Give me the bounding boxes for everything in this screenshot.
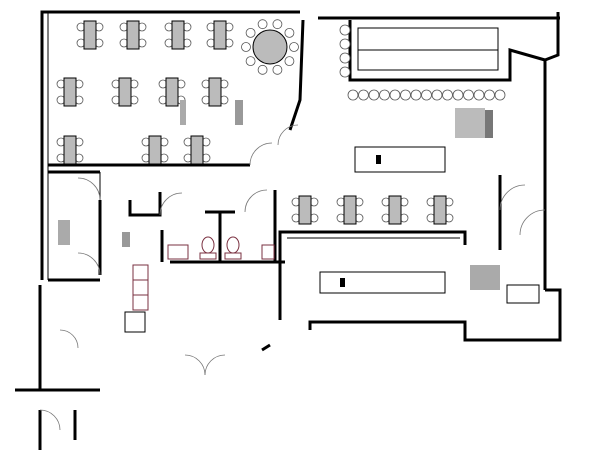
table [208, 77, 222, 107]
bar-stool [347, 89, 359, 101]
chair [257, 19, 268, 30]
service-counter [319, 271, 446, 294]
door-swing [184, 354, 206, 376]
table-with-chairs [56, 135, 84, 165]
door-swing [39, 409, 61, 431]
chair [272, 19, 283, 30]
bar-counter [348, 20, 546, 82]
bar-stool [400, 89, 411, 101]
round-table [241, 19, 299, 75]
table-with-chairs [164, 20, 192, 50]
door-swing [277, 124, 299, 146]
table-with-chairs [183, 135, 211, 165]
table [165, 77, 179, 107]
door-swing [204, 354, 226, 376]
restroom-fixtures [124, 236, 540, 333]
door-swings [39, 124, 546, 431]
table-with-chairs [76, 20, 104, 50]
plan-labels [58, 100, 500, 290]
bar-stool [379, 89, 390, 101]
door-swing [519, 209, 546, 236]
table [298, 195, 312, 225]
chair [245, 27, 256, 38]
bar-stool [358, 89, 369, 101]
door-swing [244, 189, 268, 213]
table-with-chairs [111, 77, 139, 107]
table [63, 135, 77, 165]
bar-stool [452, 89, 464, 101]
table-with-chairs [201, 77, 229, 107]
chair [284, 56, 295, 67]
chair [257, 64, 268, 75]
chair [241, 42, 251, 52]
table [63, 77, 77, 107]
bar-stool [484, 89, 495, 101]
door-swing [59, 329, 79, 349]
table [190, 135, 204, 165]
table-with-chairs [426, 195, 454, 225]
kitchen-island [354, 146, 446, 173]
bar-stool [473, 89, 485, 101]
table-with-chairs [206, 20, 234, 50]
table-with-chairs [119, 20, 147, 50]
walls [15, 10, 562, 450]
door-swing [77, 252, 101, 276]
table [83, 20, 97, 50]
chair [272, 64, 283, 75]
bar-stool [339, 38, 351, 50]
table-with-chairs [336, 195, 364, 225]
table [171, 20, 185, 50]
bar-stool [442, 89, 453, 101]
table [148, 135, 162, 165]
door-swing [499, 184, 526, 211]
bar-stool [421, 89, 432, 101]
bar-stool [431, 89, 443, 101]
bar-stool [389, 89, 401, 101]
table [213, 20, 227, 50]
door-swing [77, 177, 101, 201]
table [343, 195, 357, 225]
door-swing [249, 142, 273, 166]
bar-stool [410, 89, 422, 101]
table [433, 195, 447, 225]
bar-stools [339, 24, 506, 101]
bar-stool [463, 89, 474, 101]
door-swing [159, 192, 183, 216]
table-with-chairs [141, 135, 169, 165]
table [118, 77, 132, 107]
bar-stool [339, 52, 351, 64]
table-with-chairs [381, 195, 409, 225]
chair [245, 56, 256, 67]
chair [289, 42, 299, 52]
table-with-chairs [291, 195, 319, 225]
bar-stool [339, 24, 351, 36]
table [388, 195, 402, 225]
bar-stool [339, 66, 351, 78]
bar-stool [368, 89, 380, 101]
chair [284, 27, 295, 38]
table-with-chairs [56, 77, 84, 107]
table [126, 20, 140, 50]
bar-stool [494, 89, 506, 101]
